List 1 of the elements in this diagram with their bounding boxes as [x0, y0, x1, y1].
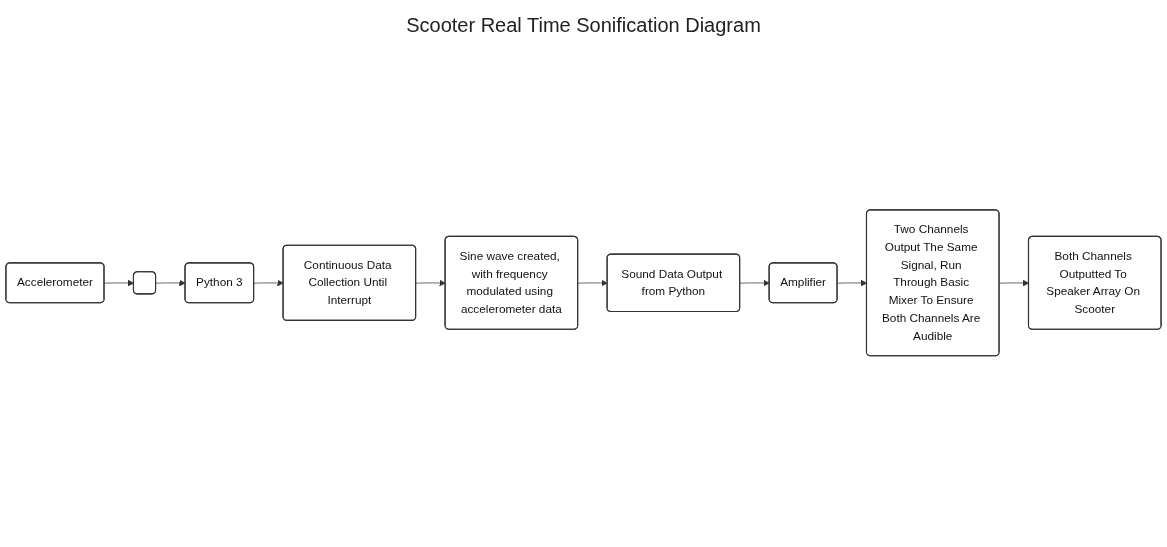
- diagram-title: Scooter Real Time Sonification Diagram: [405, 14, 762, 37]
